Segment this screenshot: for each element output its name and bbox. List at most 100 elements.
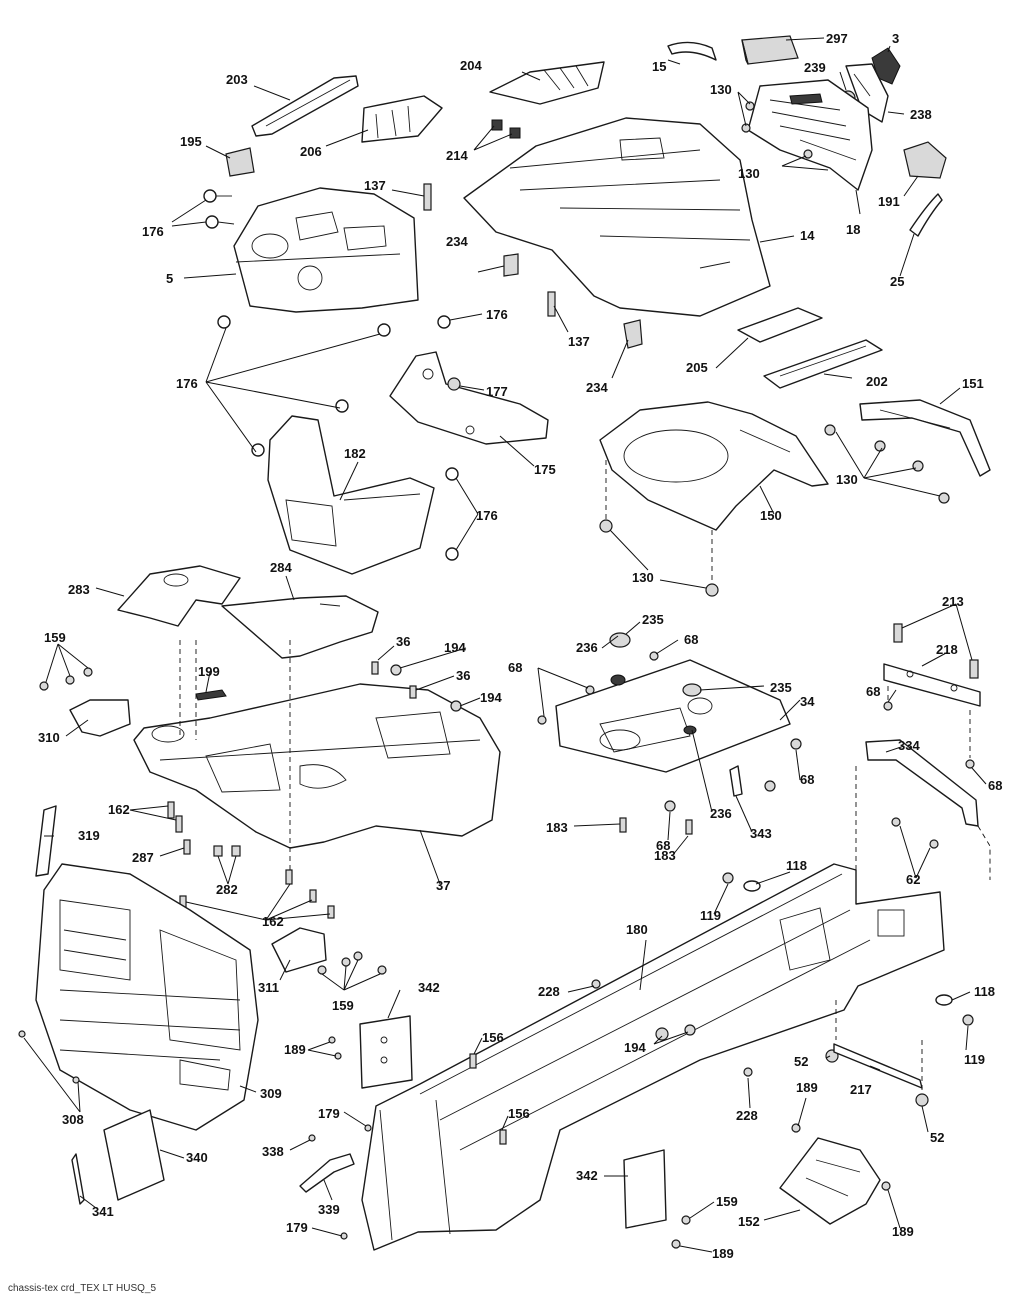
part-202-grille: [763, 339, 883, 389]
part-176-grommet-e: [437, 315, 451, 329]
part-182-front-panel: [267, 415, 435, 575]
part-338-bolt: [308, 1134, 316, 1142]
part-130-screw-d: [824, 424, 836, 436]
part-36-bolt-a: [371, 661, 379, 675]
callout-179: 179: [318, 1106, 340, 1121]
callout-341: 341: [92, 1204, 114, 1219]
callout-labels: 297 3 15 239 130 238 204 203 206 214 195…: [38, 31, 1002, 1261]
callout-119: 119: [964, 1052, 985, 1067]
part-162-bolt-a: [167, 801, 175, 819]
part-217-rod: [833, 1043, 923, 1089]
part-162-bolt-d: [285, 869, 293, 885]
part-130-screw-a: [745, 101, 755, 111]
part-218-bracket: [883, 663, 981, 707]
callout-343: 343: [750, 826, 772, 841]
part-34-mount-plate: [555, 659, 791, 773]
callout-152: 152: [738, 1214, 760, 1229]
callout-194: 194: [444, 640, 466, 655]
part-5-dash-console: [233, 187, 419, 313]
callout-36: 36: [396, 634, 410, 649]
part-68-bolt-g: [883, 701, 893, 711]
part-156-bolt-b: [499, 1129, 507, 1145]
part-195-block: [225, 147, 255, 177]
part-189-bolt-b: [791, 1123, 801, 1133]
callout-334: 334: [898, 738, 920, 753]
callout-204: 204: [460, 58, 482, 73]
part-159-screw-d: [681, 1215, 691, 1225]
callout-62: 62: [906, 872, 920, 887]
part-176-grommet-a: [203, 189, 232, 203]
part-342-bracket-b: [623, 1149, 667, 1229]
part-189-bolt-c: [881, 1181, 891, 1191]
callout-130: 130: [632, 570, 654, 585]
part-176-grommet-i: [445, 547, 459, 561]
callout-52: 52: [794, 1054, 808, 1069]
callout-183: 183: [654, 848, 676, 863]
callout-308: 308: [62, 1112, 84, 1127]
part-189-bolts-a: [328, 1036, 342, 1060]
part-183-bolt-b: [685, 819, 693, 835]
callout-68: 68: [656, 838, 670, 853]
part-68-bolt-f: [664, 800, 676, 812]
part-309-front-grille: [35, 863, 259, 1131]
leader-lines: [23, 37, 987, 1253]
callout-68: 68: [866, 684, 880, 699]
callout-175: 175: [534, 462, 556, 477]
callout-3: 3: [892, 31, 899, 46]
callout-199: 199: [198, 664, 220, 679]
part-162-bolt-b: [175, 815, 183, 833]
callout-5: 5: [166, 271, 173, 286]
part-183-bolt-a: [619, 817, 627, 833]
callout-338: 338: [262, 1144, 284, 1159]
part-152-shield: [779, 1137, 881, 1225]
callout-159: 159: [44, 630, 66, 645]
part-284-cover: [221, 595, 379, 659]
part-118-washer-a: [743, 880, 761, 892]
part-130-screw-i: [705, 583, 719, 597]
callout-206: 206: [300, 144, 322, 159]
part-159-screw-c: [83, 667, 93, 677]
callout-15: 15: [652, 59, 666, 74]
part-15-strip: [667, 41, 717, 61]
part-68-bolt-e: [764, 780, 776, 792]
part-204-cover: [489, 61, 605, 105]
part-62-bolts: [891, 817, 939, 849]
part-14-hood: [463, 117, 771, 317]
callout-189: 189: [892, 1224, 914, 1239]
callout-176: 176: [176, 376, 198, 391]
part-236-bushing-b: [683, 725, 697, 735]
part-341-rod: [71, 1153, 85, 1205]
callout-311: 311: [258, 980, 279, 995]
callout-34: 34: [800, 694, 815, 709]
callout-195: 195: [180, 134, 202, 149]
part-130-screw-g: [938, 492, 950, 504]
part-339-arm: [299, 1153, 355, 1193]
callout-236: 236: [710, 806, 732, 821]
callout-37: 37: [436, 878, 450, 893]
callout-235: 235: [642, 612, 664, 627]
callout-202: 202: [866, 374, 888, 389]
callout-14: 14: [800, 228, 815, 243]
callout-68: 68: [800, 772, 814, 787]
part-334-bracket: [865, 739, 979, 827]
part-159-screw-set: [317, 951, 387, 975]
callout-25: 25: [890, 274, 904, 289]
callout-284: 284: [270, 560, 292, 575]
callout-176: 176: [486, 307, 508, 322]
callout-235: 235: [770, 680, 792, 695]
part-234-tab-a: [503, 253, 519, 277]
callout-213: 213: [942, 594, 964, 609]
callout-52: 52: [930, 1130, 944, 1145]
callout-310: 310: [38, 730, 60, 745]
callout-319: 319: [78, 828, 100, 843]
callout-18: 18: [846, 222, 860, 237]
part-18-dash-panel: [747, 79, 873, 191]
callout-156: 156: [482, 1030, 504, 1045]
part-308-screws: [18, 1030, 80, 1084]
callout-68: 68: [684, 632, 698, 647]
callout-68: 68: [508, 660, 522, 675]
callout-162: 162: [108, 802, 130, 817]
callout-339: 339: [318, 1202, 340, 1217]
part-162-bolt-e: [309, 889, 317, 903]
